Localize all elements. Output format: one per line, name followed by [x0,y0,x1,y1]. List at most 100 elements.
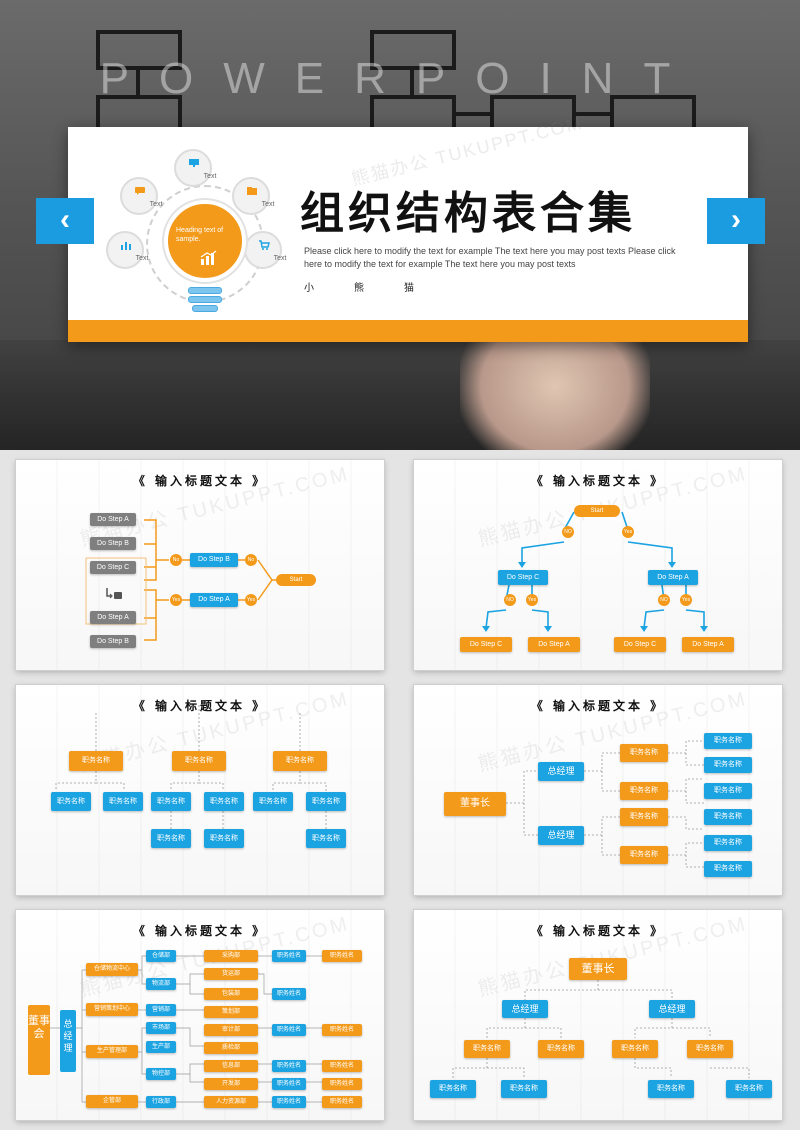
sub-dept-box: 开发部 [204,1078,258,1090]
position-box: 职务名称 [273,751,327,771]
slide-thumb-3[interactable]: 熊猫办公 TUKUPPT.COM 《 输入标题文本 》 职务名称 职务名称 职务… [16,685,384,895]
bulb-base [188,287,222,294]
name-box: 职务姓名 [272,988,306,1000]
sub-dept-box: 人力资源部 [204,1096,258,1108]
name-box: 职务姓名 [322,1096,362,1108]
next-slide-button[interactable]: › [707,198,765,244]
sub-dept-box: 采购部 [204,950,258,962]
position-box: 职务名称 [704,861,752,877]
page-title: 组织结构表合集 [300,188,636,239]
position-box: 职务名称 [306,829,346,848]
dept-box: 生产部 [146,1041,176,1053]
gm-box: 总经理 [538,826,584,845]
name-box: 职务姓名 [272,1024,306,1036]
decision-box: Do Step C [498,570,548,585]
room-floor [0,340,800,450]
prev-slide-button[interactable]: ‹ [36,198,94,244]
slide-title: 《 输入标题文本 》 [132,924,268,938]
name-box: 职务姓名 [272,1078,306,1090]
name-box: 职务姓名 [272,950,306,962]
chairman-box: 董事长 [444,792,506,816]
sub-dept-box: 审计部 [204,1024,258,1036]
dept-box: 行政部 [146,1096,176,1108]
gm-box: 总经理 [502,1000,548,1018]
no-dot: NO [658,594,670,606]
bg-line [576,112,610,116]
position-box: 职务名称 [306,792,346,811]
position-box: 职务名称 [648,1080,694,1098]
step-box: Do Step A [90,513,136,526]
position-box: 职务名称 [726,1080,772,1098]
position-box: 职务名称 [620,846,668,864]
author-name: 小熊猫 [304,283,454,294]
hero-slide: POWERPOINT 熊猫办公 TUKUPPT.COM Text Text Te… [0,0,800,450]
bg-line [456,112,490,116]
position-box: 职务名称 [464,1040,510,1058]
position-box: 职务名称 [103,792,143,811]
decision-box: Do Step A [190,593,238,607]
bar-chart-icon: Text [106,231,148,269]
position-box: 职务名称 [501,1080,547,1098]
gm-box: 总经理 [649,1000,695,1018]
bg-line [410,70,414,95]
no-dot: NO [504,594,516,606]
yes-dot: Yes [526,594,538,606]
dept-box: 物控部 [146,1068,176,1080]
bg-box [96,30,182,70]
position-box: 职务名称 [620,744,668,762]
bg-box [370,30,456,70]
position-box: 职务名称 [253,792,293,811]
position-box: 职务名称 [612,1040,658,1058]
position-box: 职务名称 [204,792,244,811]
center-box: 企管部 [86,1095,138,1108]
accent-bar [68,320,748,342]
no-dot: No [245,554,257,566]
position-box: 职务名称 [151,829,191,848]
position-box: 职务名称 [172,751,226,771]
position-box: 职务名称 [704,809,752,825]
result-box: Do Step A [682,637,734,652]
position-box: 职务名称 [620,808,668,826]
start-pill: Start [276,574,316,586]
dept-box: 仓储部 [146,950,176,962]
slide-thumb-4[interactable]: 熊猫办公 TUKUPPT.COM 《 输入标题文本 》 董事长 总经理 总经理 … [414,685,782,895]
position-box: 职务名称 [538,1040,584,1058]
center-box: 营销策划中心 [86,1003,138,1016]
decision-box: Do Step A [648,570,698,585]
yes-dot: Yes [170,594,182,606]
cart-icon: Text [244,231,286,269]
bulb-base [188,296,222,303]
position-box: 职务名称 [620,782,668,800]
position-box: 职务名称 [687,1040,733,1058]
position-box: 职务名称 [430,1080,476,1098]
no-dot: No [170,554,182,566]
step-box: Do Step A [90,611,136,624]
slide-title: 《 输入标题文本 》 [132,474,268,488]
sub-dept-box: 信息部 [204,1060,258,1072]
center-box: 生产管理部 [86,1045,138,1058]
slide-thumb-6[interactable]: 熊猫办公 TUKUPPT.COM 《 输入标题文本 》 董事长 总经理 总经理 … [414,910,782,1120]
sub-dept-box: 策划部 [204,1006,258,1018]
name-box: 职务姓名 [322,1024,362,1036]
board-box: 董事会 [28,1005,50,1075]
description-text: Please click here to modify the text for… [304,246,676,269]
result-box: Do Step C [460,637,512,652]
gm-box: 总经理 [538,762,584,781]
dept-box: 营销部 [146,1004,176,1016]
monitor-icon: Text [174,149,216,187]
name-box: 职务姓名 [322,950,362,962]
slide-thumb-1[interactable]: 熊猫办公 TUKUPPT.COM 《 输入标题文本 》 Do Step A Do… [16,460,384,670]
step-box: Do Step B [90,635,136,648]
chat-icon: Text [120,177,162,215]
position-box: 职务名称 [704,733,752,749]
chairman-box: 董事长 [569,958,627,980]
slide-title: 《 输入标题文本 》 [530,474,666,488]
slide-thumb-5[interactable]: 熊猫办公 TUKUPPT.COM 《 输入标题文本 》 董事会 总经理 仓储物流… [16,910,384,1120]
sub-dept-box: 包装部 [204,988,258,1000]
position-box: 职务名称 [51,792,91,811]
slide-thumb-2[interactable]: 熊猫办公 TUKUPPT.COM 《 输入标题文本 》 Start NO Yes… [414,460,782,670]
gm-box: 总经理 [60,1010,76,1072]
yes-dot: Yes [245,594,257,606]
dept-box: 市场部 [146,1022,176,1034]
position-box: 职务名称 [704,783,752,799]
